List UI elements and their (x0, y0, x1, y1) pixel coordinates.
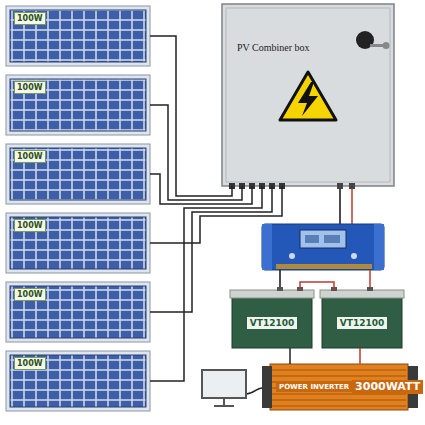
combiner-box: PV Combiner box (222, 4, 394, 186)
panel-rating: 100W (14, 288, 46, 301)
panel-frame (6, 75, 150, 135)
lcd-screen (300, 230, 346, 248)
battery-lid (320, 290, 404, 298)
panel-frame (6, 144, 150, 204)
lcd-digits (324, 235, 340, 243)
inverter-end-cap (262, 366, 272, 408)
panel-frame (6, 6, 150, 66)
terminal-strip (276, 264, 372, 269)
battery: VT12100 (232, 290, 312, 348)
dc-wire (339, 189, 341, 224)
panel-cells (10, 10, 146, 62)
solar-panel: 100W (6, 282, 150, 342)
panel-frame (6, 351, 150, 411)
panel-rating: 100W (14, 150, 46, 163)
box-door (226, 8, 390, 182)
panel-frame (6, 282, 150, 342)
solar-panel (6, 144, 150, 204)
panel-cells (10, 217, 146, 269)
solar-panel: 100W (6, 75, 150, 135)
box-housing (222, 4, 394, 186)
controller-button (289, 253, 295, 259)
controller-button (351, 253, 357, 259)
battery: VT12100 (322, 290, 402, 348)
panel-cells (10, 355, 146, 407)
battery-model: VT12100 (247, 317, 297, 329)
panel-rating: 100W (14, 357, 46, 370)
load-cable (246, 388, 262, 394)
battery (320, 287, 404, 348)
panel-rating: 100W (14, 219, 46, 232)
solar-panel: 100W (6, 144, 150, 204)
solar-panel (6, 351, 150, 411)
panel-cells (10, 148, 146, 200)
wire-connector (300, 282, 334, 290)
key (370, 44, 384, 47)
cable-gland (337, 183, 343, 189)
solar-panel: 100W (6, 213, 150, 273)
battery (230, 287, 314, 348)
panel-cells (10, 286, 146, 338)
solar-panel (6, 6, 150, 66)
solar-panel: 100W (6, 351, 150, 411)
lcd-digits (305, 235, 319, 243)
warning-triangle (280, 72, 336, 120)
inverter-label: 3000WATT (352, 380, 423, 395)
lightning-bolt (298, 82, 318, 116)
monitor (202, 370, 246, 406)
charge-controller (262, 224, 384, 270)
monitor-screen (202, 370, 246, 398)
monitor-stand (214, 398, 234, 406)
solar-panel (6, 213, 150, 273)
panel-cells (10, 79, 146, 131)
key-head (383, 42, 390, 49)
power-inverter: POWER INVERTER3000WATT (262, 364, 425, 410)
panel-rating: 100W (14, 81, 46, 94)
controller-body (262, 224, 384, 270)
controller-fin (374, 224, 384, 270)
dc-wire (351, 189, 353, 224)
panel-rating: 100W (14, 12, 46, 25)
wire-connector (150, 186, 262, 381)
wire-connector (359, 348, 361, 364)
battery-terminal (277, 287, 283, 291)
wire-connector (150, 174, 252, 204)
wire-connector (150, 105, 242, 200)
panel-frame (6, 213, 150, 273)
box-label: PV Combiner box (236, 42, 311, 53)
solar-panel (6, 75, 150, 135)
battery-lid (230, 290, 314, 298)
inverter-label: POWER INVERTER (276, 382, 352, 392)
cable-gland (349, 183, 355, 189)
battery-body (322, 296, 402, 348)
wire-connector (289, 348, 291, 364)
solar-panel (6, 282, 150, 342)
battery-terminal (367, 287, 373, 291)
wire-connector (150, 36, 232, 196)
solar-panel: 100W (6, 6, 150, 66)
wire-connector (150, 186, 272, 312)
battery-model: VT12100 (337, 317, 387, 329)
combiner-box (222, 4, 394, 189)
battery-body (232, 296, 312, 348)
controller-fin (262, 224, 272, 270)
